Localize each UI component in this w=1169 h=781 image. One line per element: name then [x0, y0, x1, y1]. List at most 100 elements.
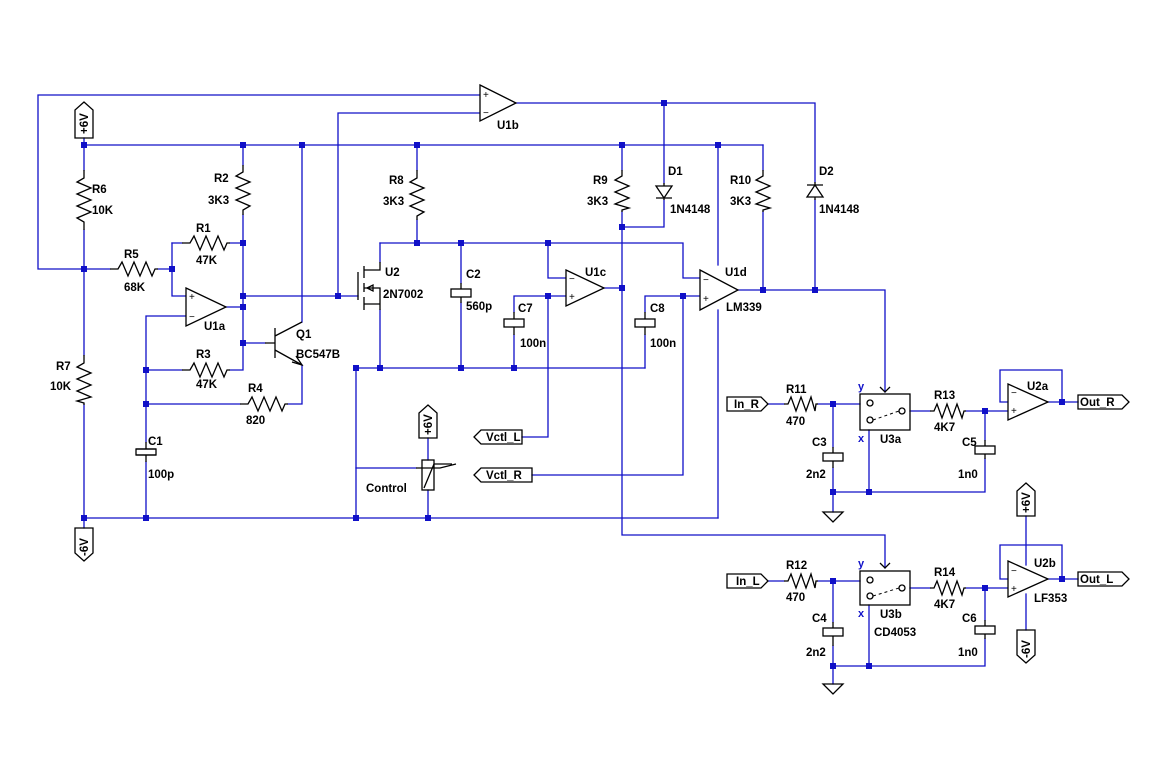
power-flag-neg-u2b: -6V — [1016, 629, 1036, 664]
r12-value: 470 — [786, 592, 805, 604]
svg-text:−: − — [1011, 566, 1017, 577]
capacitor-c3: C3 2n2 — [806, 437, 844, 481]
d2-ref: D2 — [819, 166, 834, 178]
capacitor-c4: C4 2n2 — [806, 613, 844, 659]
switch-u3b: y x U3b CD4053 — [858, 558, 916, 639]
svg-text:−: − — [189, 312, 195, 323]
opamp-u2b: − + U2b LF353 — [1007, 558, 1067, 605]
r8-value: 3K3 — [383, 196, 404, 208]
u1b-ref: U1b — [497, 120, 519, 132]
opamp-u1a: + − U1a — [185, 286, 228, 333]
c4-ref: C4 — [812, 613, 827, 625]
u1c-ref: U1c — [585, 267, 607, 279]
control-label: Control — [366, 483, 407, 495]
port-in-r: In_R — [726, 396, 769, 412]
port-out-r: Out_R — [1077, 394, 1130, 410]
u3a-pin-y: y — [858, 381, 865, 393]
u3a-pin-x: x — [858, 433, 865, 445]
r3-ref: R3 — [196, 349, 211, 361]
r6-value: 10K — [92, 205, 114, 217]
transistor-q1: Q1 BC547B — [265, 321, 340, 367]
r5-ref: R5 — [124, 249, 139, 261]
resistor-r8: R8 3K3 — [383, 170, 426, 220]
svg-text:−: − — [703, 275, 709, 286]
svg-text:+: + — [1011, 584, 1017, 595]
power-flag-neg-left: -6V — [74, 527, 94, 562]
capacitor-c5: C5 1n0 — [958, 437, 996, 481]
d1-value: 1N4148 — [670, 204, 711, 216]
power-flag-neg-u2b-label: -6V — [1021, 640, 1033, 658]
svg-text:−: − — [1011, 388, 1017, 399]
out-r-label: Out_R — [1080, 397, 1115, 409]
capacitor-c2: C2 560p — [450, 269, 492, 313]
ground-left — [821, 683, 845, 695]
c7-ref: C7 — [518, 303, 533, 315]
opamp-u1b: + − U1b — [479, 83, 519, 132]
c5-ref: C5 — [962, 437, 977, 449]
r14-ref: R14 — [934, 567, 956, 579]
opamp-u1d: − + U1d LM339 — [699, 267, 762, 314]
c8-value: 100n — [650, 338, 676, 350]
r7-value: 10K — [50, 381, 72, 393]
ground-right — [821, 511, 845, 523]
r3-value: 47K — [196, 379, 218, 391]
capacitor-c6: C6 1n0 — [958, 613, 996, 659]
resistor-r14: R14 4K7 — [930, 567, 966, 611]
r5-value: 68K — [124, 282, 146, 294]
r13-value: 4K7 — [934, 422, 955, 434]
junctions — [81, 100, 1065, 669]
r10-value: 3K3 — [730, 196, 751, 208]
r9-ref: R9 — [593, 175, 608, 187]
resistor-r4: R4 820 — [240, 383, 288, 427]
svg-text:+: + — [483, 90, 489, 101]
r14-value: 4K7 — [934, 599, 955, 611]
potentiometer-control: Control — [366, 459, 457, 495]
u3b-pin-x: x — [858, 608, 865, 620]
c5-value: 1n0 — [958, 469, 978, 481]
power-flag-neg-left-label: -6V — [79, 538, 91, 556]
capacitor-c1: C1 100p — [135, 436, 174, 481]
svg-text:−: − — [483, 108, 489, 119]
power-flag-pos-u2b-label: +6V — [1021, 492, 1033, 513]
in-l-label: In_L — [736, 576, 760, 588]
c1-value: 100p — [148, 469, 174, 481]
q1-value: BC547B — [296, 349, 340, 361]
diode-d2: D2 1N4148 — [805, 166, 860, 216]
r8-ref: R8 — [389, 175, 404, 187]
q1-ref: Q1 — [296, 329, 312, 341]
r1-value: 47K — [196, 255, 218, 267]
resistor-r5: R5 68K — [110, 249, 158, 294]
svg-text:+: + — [569, 292, 575, 303]
out-l-label: Out_L — [1080, 574, 1113, 586]
c3-ref: C3 — [812, 437, 827, 449]
power-flag-pos-left: +6V — [74, 101, 94, 139]
resistor-r2: R2 3K3 — [208, 165, 252, 215]
resistor-r13: R13 4K7 — [930, 390, 966, 434]
wires — [37, 94, 1079, 685]
resistor-r7: R7 10K — [50, 355, 93, 405]
c2-ref: C2 — [466, 269, 481, 281]
r12-ref: R12 — [786, 560, 807, 572]
c4-value: 2n2 — [806, 647, 826, 659]
u1d-value: LM339 — [726, 302, 762, 314]
svg-text:−: − — [569, 274, 575, 285]
port-in-l: In_L — [726, 573, 769, 589]
r6-ref: R6 — [92, 184, 107, 196]
u2a-ref: U2a — [1027, 381, 1049, 393]
r11-value: 470 — [786, 416, 805, 428]
c6-ref: C6 — [962, 613, 977, 625]
u2b-ref: U2b — [1034, 558, 1056, 570]
d1-ref: D1 — [668, 166, 683, 178]
r1-ref: R1 — [196, 223, 211, 235]
power-flag-pos-pot-label: +6V — [423, 414, 435, 435]
diode-d1: D1 1N4148 — [654, 166, 711, 216]
r11-ref: R11 — [786, 384, 807, 396]
power-flag-pos-u2b: +6V — [1016, 482, 1036, 517]
power-flag-pos-pot: +6V — [418, 404, 438, 439]
u3a-ref: U3a — [880, 434, 902, 446]
c6-value: 1n0 — [958, 647, 978, 659]
r10-ref: R10 — [730, 175, 751, 187]
svg-text:+: + — [703, 294, 709, 305]
port-out-l: Out_L — [1077, 571, 1130, 587]
resistor-r11: R11 470 — [784, 384, 818, 428]
